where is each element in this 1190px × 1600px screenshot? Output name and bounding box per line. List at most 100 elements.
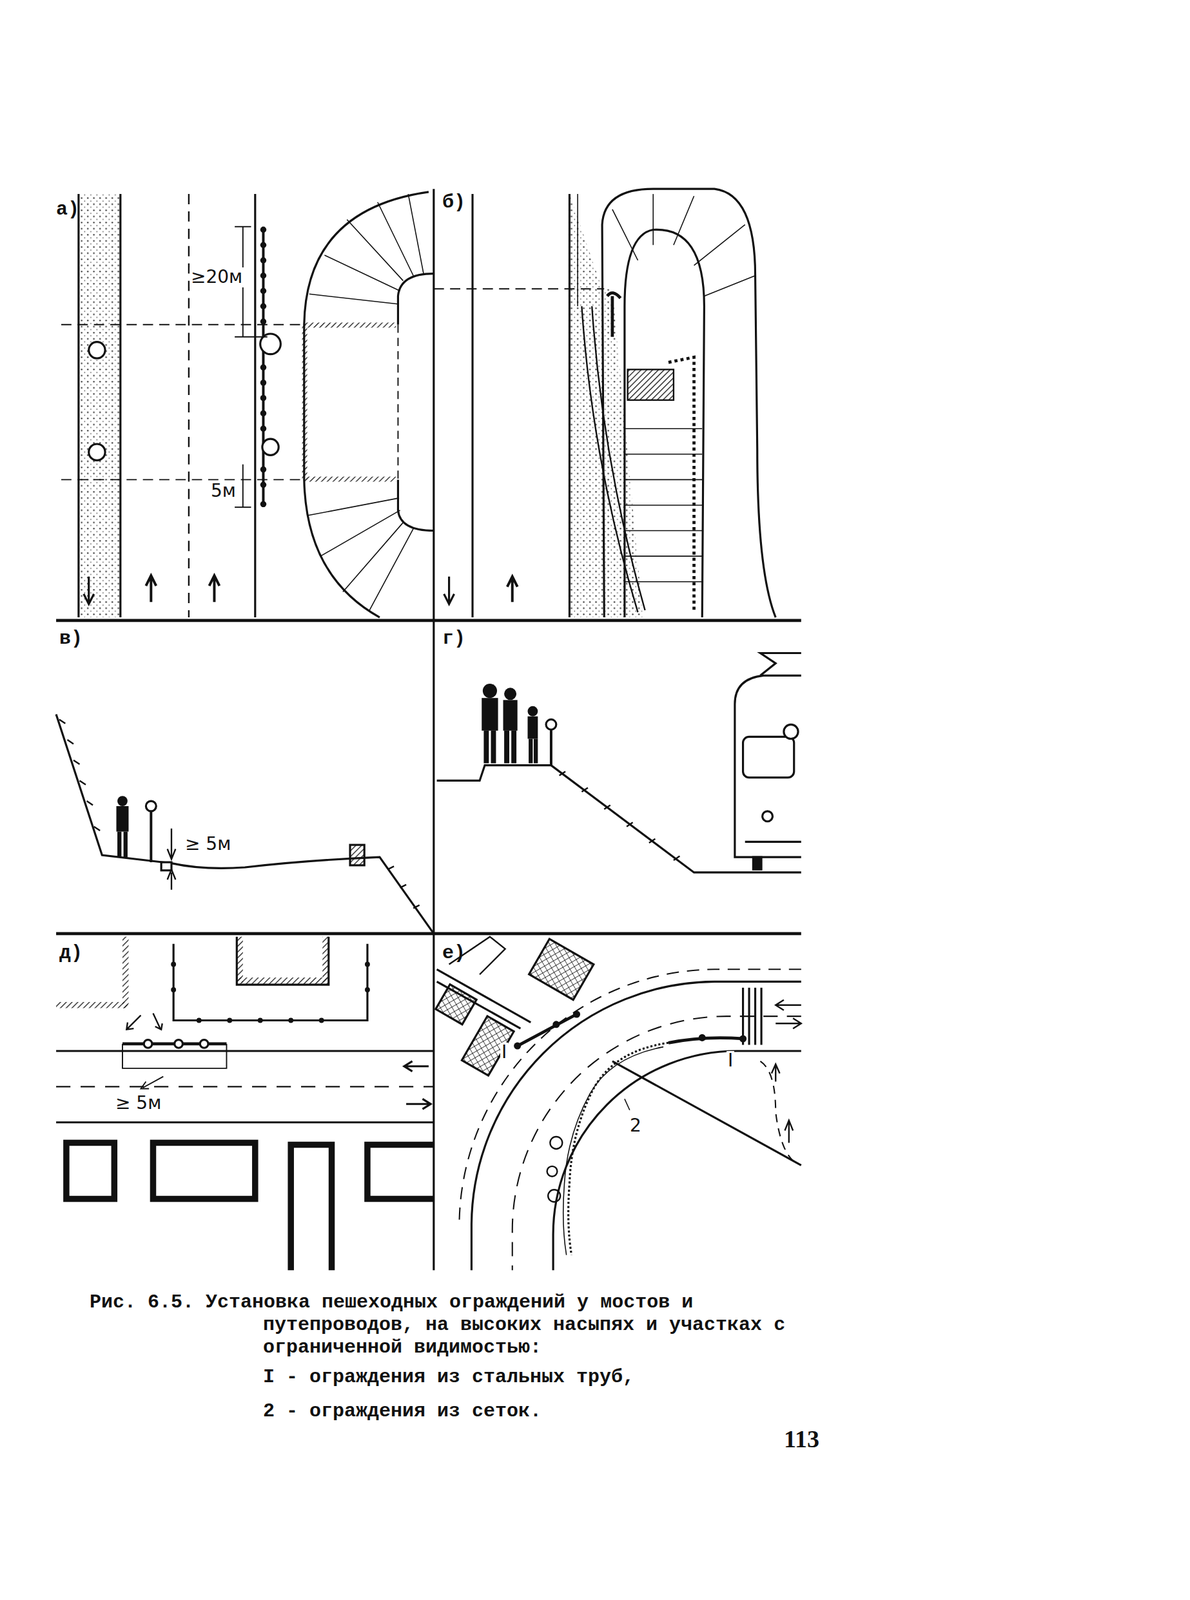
panel-b-part-part <box>703 275 755 297</box>
panel-a-part <box>234 506 251 508</box>
panel-g-part <box>743 736 795 778</box>
panel-d-part <box>126 1015 141 1031</box>
panel-e-part <box>760 1061 796 1164</box>
panel-b-part-part <box>624 453 703 456</box>
panel-v-part <box>59 719 420 909</box>
panel-e-part-part <box>760 988 762 1046</box>
panel-d-part <box>236 937 329 986</box>
legend-line: 2 - ограждения из сеток. <box>263 1401 542 1423</box>
panel-e-part-part <box>513 1043 521 1051</box>
panel-e-part-part <box>549 1137 563 1150</box>
panel-a-part-part <box>369 528 414 611</box>
panel-a-part-part <box>260 466 267 473</box>
panel-d-part <box>56 1086 434 1088</box>
panel-a-part-part <box>377 202 414 276</box>
panel-g-part-part <box>528 739 533 764</box>
panel-d-part-part <box>288 1018 294 1024</box>
panel-letter: г) <box>442 628 466 650</box>
dimension: ≥ 5м <box>114 1093 163 1114</box>
panel-a-part <box>88 342 106 359</box>
callout-number: I <box>500 1043 508 1064</box>
panel-d <box>56 937 434 1272</box>
dimension: ≥ 5м <box>183 834 233 855</box>
panel-e-part <box>784 1121 793 1144</box>
panel-g-part-part <box>527 706 539 717</box>
panel-g-part-part <box>482 683 498 699</box>
legend-line: I - ограждения из стальных труб, <box>263 1367 635 1389</box>
panel-a-part <box>77 194 80 618</box>
panel-e-part <box>461 1016 514 1076</box>
panel-a-part <box>304 477 396 483</box>
panel-a-part-part <box>260 318 267 325</box>
panel-a-part <box>242 464 244 508</box>
panel-letter: б) <box>442 192 466 214</box>
panel-d-part <box>56 1121 434 1124</box>
panel-a-part-part <box>260 379 267 386</box>
panel-g-part <box>745 841 802 844</box>
panel-e-part-part <box>754 988 757 1046</box>
panel-v-part-part <box>116 806 129 833</box>
panel-a-part <box>304 192 429 618</box>
panel-a-part <box>209 575 220 603</box>
panel-a-part-part <box>309 293 400 305</box>
panel-g-part-part <box>533 739 538 764</box>
panel-letter: а) <box>56 199 80 221</box>
panel-b-part <box>602 188 776 618</box>
panel-d-part <box>122 937 129 1009</box>
panel-a-part-part <box>260 501 267 508</box>
panel-b-part <box>569 194 643 618</box>
panel-b-part <box>576 194 579 307</box>
panel-a-part <box>262 438 279 456</box>
panel-g-part <box>760 653 801 677</box>
panel-letter: в) <box>59 628 83 650</box>
panel-g-part-part <box>481 698 498 732</box>
panel-d-part <box>236 937 243 984</box>
panel-g-part-part <box>483 731 489 764</box>
panel-e-part <box>698 1034 747 1044</box>
panel-a-part-part <box>260 288 267 294</box>
panel-g-part <box>783 724 799 739</box>
panel-e-part-part <box>547 1166 558 1178</box>
panel-a-part <box>188 194 190 618</box>
panel-b-part <box>624 229 704 618</box>
panel-v-part <box>350 845 365 866</box>
panel-g-part-part <box>511 731 517 764</box>
panel-g-part <box>549 729 553 766</box>
panel-b-part-part <box>673 195 695 245</box>
panel-v-part-part <box>117 832 122 859</box>
panel-d-part <box>173 944 368 1022</box>
panel-a-part-part <box>260 482 267 488</box>
panel-a-part <box>260 226 267 508</box>
panel-b-part-part <box>652 194 654 245</box>
panel-e-part <box>512 1016 802 1271</box>
dimension: ≥20м <box>189 267 244 288</box>
panel-letter: д) <box>59 943 83 965</box>
panel-d-part <box>56 1050 434 1053</box>
panel-a-part-part <box>260 410 267 417</box>
panel-b-part <box>607 293 621 338</box>
panel-a-part <box>304 322 396 329</box>
panel-e-part-part <box>552 1021 560 1029</box>
panel-d-part <box>152 1142 255 1200</box>
panel-a-part <box>234 336 268 338</box>
panel-d-part <box>143 1040 209 1049</box>
panel-d-part-part <box>143 1040 153 1049</box>
panel-a <box>61 192 434 618</box>
panel-e-part <box>775 1000 802 1011</box>
panel-e-part-part <box>739 1035 747 1043</box>
panel-d-part-part <box>257 1018 264 1024</box>
panel-b-part <box>591 306 645 611</box>
panel-a-part <box>308 194 424 611</box>
panel-b-part-part <box>624 504 703 507</box>
panel-b-part <box>471 194 474 618</box>
panel-d-part-part <box>364 961 371 967</box>
panel-g-part-part <box>504 731 510 764</box>
panel-e-part <box>624 1099 630 1111</box>
panel-v-part <box>116 796 129 858</box>
panel-a-part-part <box>342 522 403 593</box>
panel-e <box>435 937 802 1272</box>
panel-e-part <box>471 981 801 1271</box>
panel-a-part-part <box>260 226 267 233</box>
panel-g-part-part <box>527 716 539 740</box>
